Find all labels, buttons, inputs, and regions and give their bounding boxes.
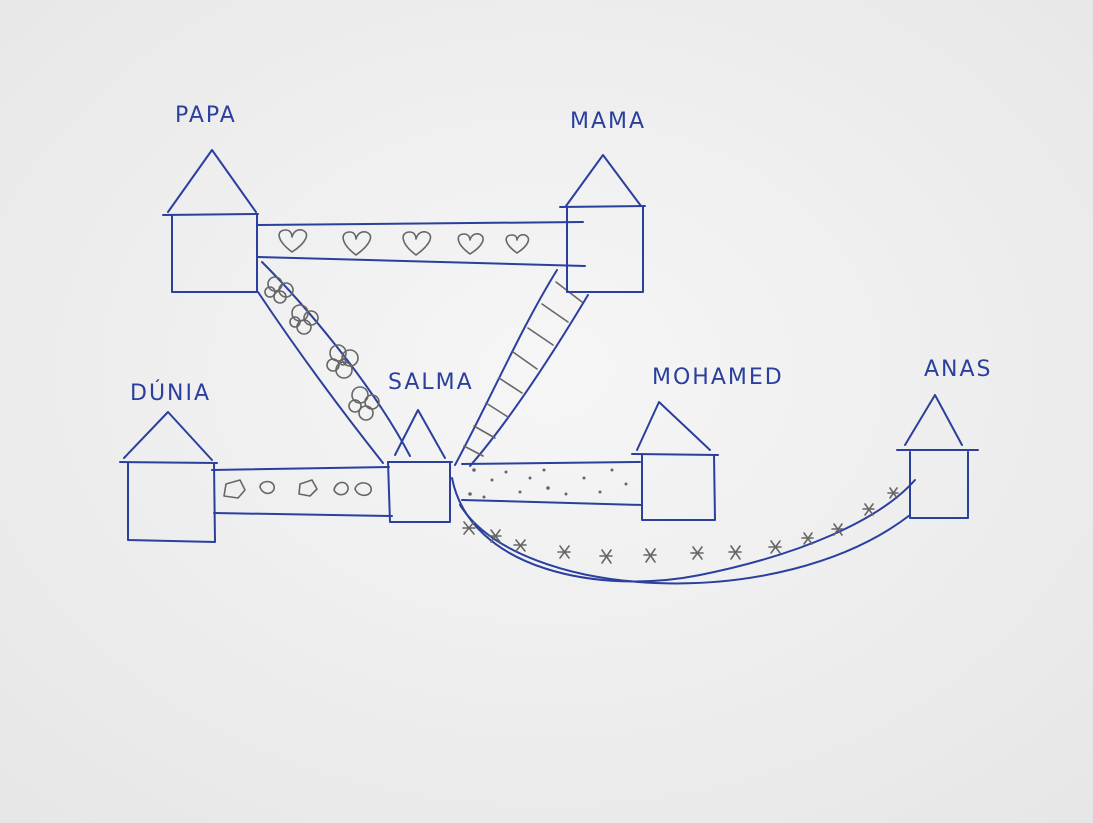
dots-icon (468, 468, 628, 499)
label-papa: PAPA (175, 103, 237, 128)
label-dunia: DÚNIA (130, 380, 211, 406)
house-mama (559, 154, 646, 293)
bridge-mama-salma (454, 269, 589, 467)
house-salma (387, 409, 453, 523)
label-anas: ANAS (924, 357, 993, 382)
ladder-rungs-icon (463, 281, 583, 457)
flowers-icon (264, 276, 380, 421)
house-mohamed (631, 401, 719, 521)
house-anas (896, 394, 979, 519)
house-dunia (119, 411, 218, 543)
label-mama: MAMA (570, 109, 646, 134)
label-salma: SALMA (388, 370, 474, 395)
house-papa (162, 149, 259, 293)
bridge-salma-anas (451, 477, 916, 585)
bridge-salma-mohamed (461, 461, 643, 506)
hearts-icon (278, 229, 530, 256)
stars-icon (462, 487, 899, 564)
bridge-papa-mama (257, 221, 586, 267)
label-mohamed: MOHAMED (652, 365, 784, 390)
bridge-dunia-salma (211, 466, 393, 517)
bridge-papa-salma (257, 261, 411, 464)
stones-icon (223, 479, 372, 499)
